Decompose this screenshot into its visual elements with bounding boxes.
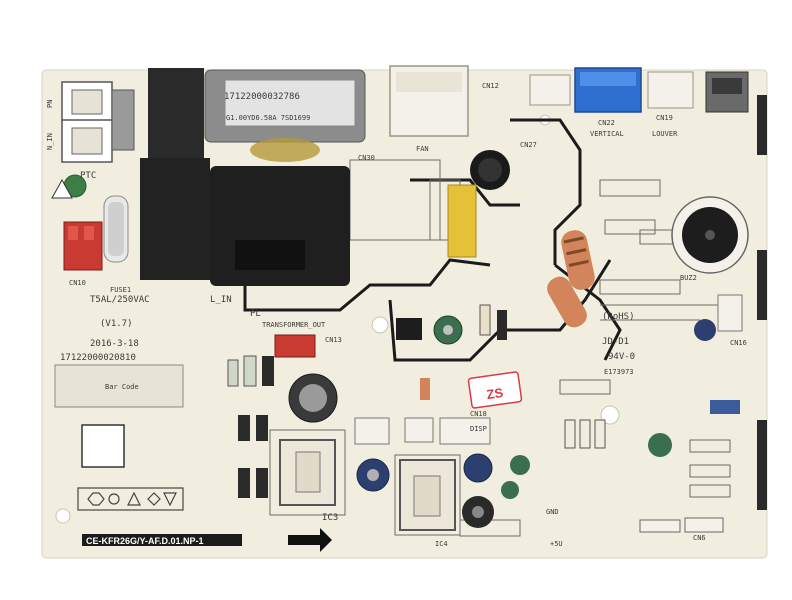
- silk-thin-lines: [269, 159, 731, 537]
- symbol-row: [77, 487, 184, 511]
- direction-arrow: [288, 528, 332, 552]
- buz-label: BUZ2: [680, 274, 697, 282]
- yellow-capacitor: [447, 184, 477, 258]
- inductor: [470, 150, 510, 190]
- ul-code: JD-D1: [602, 337, 629, 347]
- inspection-sticker: [467, 371, 523, 409]
- fuse: [103, 195, 129, 263]
- transformer-sticker-1: 17122000032786: [224, 92, 300, 102]
- ptc-thermistor: [51, 174, 87, 199]
- blank-label-box: [81, 424, 125, 468]
- board-serial: 17122000020810: [60, 353, 136, 363]
- capacitors: [288, 315, 716, 528]
- ic3-label: IC3: [322, 513, 338, 523]
- inspection-stamp: ZS: [486, 385, 505, 402]
- fuse-rating: T5AL/250VAC: [90, 295, 150, 305]
- relay-main: [140, 68, 350, 286]
- small-components: [227, 304, 740, 533]
- connector-transformer-out: [274, 334, 316, 358]
- ic3-area: [279, 439, 336, 506]
- conn-label-12: CN6: [693, 534, 706, 542]
- power-resistors: [547, 230, 595, 328]
- conn-label-8: CN19: [656, 114, 673, 122]
- conn-label-7: CN18: [470, 410, 487, 418]
- ic4-label: IC4: [435, 540, 448, 548]
- ul-rating: 94V-0: [608, 352, 635, 362]
- conn-label-0: CN12: [482, 82, 499, 90]
- barcode-label: [54, 364, 184, 408]
- louver-label: LOUVER: [652, 130, 678, 138]
- pn-label: PN: [46, 100, 54, 108]
- transformer-sticker-2: G1.00YD6.58A 7SD1699: [226, 114, 310, 122]
- ul-file: E173973: [604, 368, 634, 376]
- model-label-bar: CE-KFR26G/Y-AF.D.01.NP-1: [82, 534, 242, 546]
- board-version: (V1.7): [100, 319, 133, 329]
- connectors-middle: [354, 294, 743, 445]
- l-in-label: L_IN: [210, 295, 232, 305]
- ic4-area: [399, 459, 456, 531]
- buzzer: [671, 196, 749, 274]
- gnd-label: GND: [546, 508, 559, 516]
- conn-label-1: CN13: [325, 336, 342, 344]
- fuse-label: FUSE1: [110, 286, 131, 294]
- conn-label-4: CN27: [520, 141, 537, 149]
- connector-cn10: [63, 221, 103, 271]
- silkscreen-text: 17122000032786 G1.00YD6.58A 7SD1699 PTC …: [46, 82, 747, 548]
- pl-label: PL: [250, 309, 261, 319]
- disp-label: DISP: [470, 425, 487, 433]
- vertical-label: VERTICAL: [590, 130, 624, 138]
- connectors-top: [389, 65, 749, 137]
- conn-label-11: CN10: [69, 279, 86, 287]
- plus5v-label: +5U: [550, 540, 563, 548]
- power-connectors: [61, 81, 135, 163]
- conn-label-3: CN22: [598, 119, 615, 127]
- rohs-label: (RoHS): [602, 312, 635, 322]
- board-date: 2016-3-18: [90, 339, 139, 349]
- n-in-label: N_IN: [46, 133, 54, 150]
- ptc-label: PTC: [80, 171, 96, 181]
- conn-label-2: CN30: [358, 154, 375, 162]
- barcode-caption: Bar Code: [105, 383, 139, 391]
- fan-label: FAN: [416, 145, 429, 153]
- model-label: CE-KFR26G/Y-AF.D.01.NP-1: [86, 536, 204, 546]
- conn-label-6: CN16: [730, 339, 747, 347]
- transformer-out-label: TRANSFORMER_OUT: [262, 321, 326, 329]
- transformer: [204, 69, 366, 162]
